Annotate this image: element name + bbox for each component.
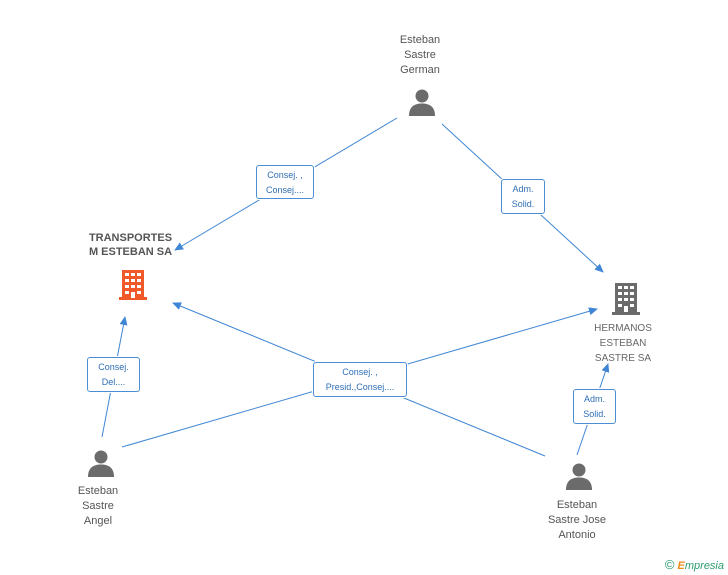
edge-label-line: Consej....	[265, 185, 305, 195]
node-label-jose[interactable]: Esteban Sastre Jose Antonio	[537, 498, 617, 543]
node-label-transportes[interactable]: TRANSPORTES M ESTEBAN SA	[78, 231, 183, 259]
edge-label-line: Consej.	[98, 362, 129, 372]
edge-label-jose-hermanos[interactable]: Adm. Solid.	[573, 389, 616, 424]
brand-footer: © Empresia	[665, 557, 724, 572]
building-icon[interactable]	[611, 281, 641, 315]
node-label-angel[interactable]: Esteban Sastre Angel	[63, 484, 133, 529]
edge-label-line: Consej. ,	[342, 367, 378, 377]
node-label-line: Antonio	[558, 529, 596, 541]
node-label-line: ESTEBAN	[599, 338, 647, 349]
brand-logo-text: mpresia	[684, 560, 724, 572]
node-label-line: Esteban	[556, 499, 598, 511]
person-icon[interactable]	[407, 88, 437, 118]
node-label-line: Sastre Jose	[547, 514, 607, 526]
person-icon[interactable]	[564, 462, 594, 492]
edge-label-line: Solid.	[511, 199, 535, 209]
brand-logo-initial: E	[677, 560, 685, 572]
node-label-line: TRANSPORTES	[88, 232, 173, 244]
node-label-line: HERMANOS	[594, 323, 652, 334]
node-label-german[interactable]: Esteban Sastre German	[385, 33, 455, 78]
edge-label-center[interactable]: Consej. , Presid.,Consej....	[313, 362, 407, 397]
edge-label-german-hermanos[interactable]: Adm. Solid.	[501, 179, 545, 214]
edge-label-angel-transportes[interactable]: Consej. Del....	[87, 357, 140, 392]
edge-label-line: Adm.	[583, 394, 605, 404]
node-label-line: Esteban	[399, 34, 441, 46]
node-label-line: M ESTEBAN SA	[88, 246, 173, 258]
node-label-line: Esteban	[77, 485, 119, 497]
person-icon[interactable]	[86, 449, 116, 479]
node-label-line: Angel	[83, 515, 113, 527]
node-label-hermanos[interactable]: HERMANOS ESTEBAN SASTRE SA	[583, 321, 663, 366]
node-label-line: SASTRE SA	[594, 353, 652, 364]
edge-label-line: Consej. ,	[267, 170, 303, 180]
edge-label-line: Del....	[101, 377, 126, 387]
copyright-icon: ©	[664, 557, 675, 572]
node-label-line: Sastre	[404, 49, 436, 61]
edge-label-line: Adm.	[512, 184, 534, 194]
edge-label-line: Solid.	[583, 409, 606, 419]
node-label-line: Sastre	[82, 500, 114, 512]
building-icon-highlight[interactable]	[118, 268, 148, 300]
edge-label-german-transportes[interactable]: Consej. , Consej....	[256, 165, 314, 199]
edge-label-line: Presid.,Consej....	[325, 382, 395, 392]
node-label-line: German	[400, 64, 440, 76]
